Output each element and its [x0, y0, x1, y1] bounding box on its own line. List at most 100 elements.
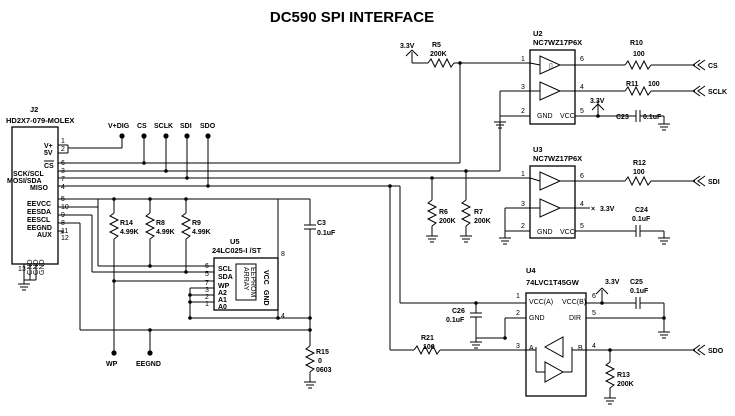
u2-ref: U2: [533, 29, 543, 38]
svg-text:▯: ▯: [549, 63, 553, 70]
j2-label-aux: AUX: [37, 232, 52, 239]
net-eegnd: EEGND: [136, 361, 161, 368]
j2-part: HD2X7-079-MOLEX: [6, 116, 74, 125]
c23-ref: C23: [616, 114, 629, 121]
u2-pin: 6: [580, 56, 584, 63]
resistor-r11: R11 100 SCLK: [575, 81, 727, 97]
j2-label-eescl: EESCL: [27, 217, 51, 224]
resistor-r12: R12 100 SDI: [575, 160, 720, 187]
diagram-title: DC590 SPI INTERFACE: [270, 9, 434, 26]
u3-vcc: VCC: [560, 229, 575, 236]
u5-pinname: WP: [218, 283, 230, 290]
j2-label-cs: CS: [44, 163, 54, 170]
u4-pin: 4: [592, 343, 596, 350]
capacitor-c3: C3 0.1uF: [278, 198, 336, 346]
net-sdi-out: SDI: [708, 179, 720, 186]
u5-pinname: SDA: [218, 274, 233, 281]
u4-pin: 3: [516, 343, 520, 350]
u4-pin: 1: [516, 293, 520, 300]
resistor-r21: R21 100: [388, 184, 526, 356]
supply-label: 3.3V: [400, 43, 415, 50]
r12-val: 100: [633, 169, 645, 176]
u2-part: NC7WZ17P6X: [533, 38, 582, 47]
u3-pin: 2: [521, 223, 525, 230]
label-cs: CS: [137, 123, 147, 130]
u5-pin: 3: [205, 287, 209, 294]
j2-pin: 2: [61, 146, 65, 153]
u5-part: 24LC025-I /ST: [212, 246, 262, 255]
j2-ref: J2: [30, 105, 38, 114]
r14-ref: R14: [120, 220, 133, 227]
label-sdo: SDO: [200, 123, 216, 130]
u4-pin: 5: [592, 310, 596, 317]
r13-ref: R13: [617, 372, 630, 379]
u5-pinname: A2: [218, 290, 227, 297]
levelshifter-u4: U4 74LVC1T45GW VCC(A) VCC(B) GND DIR A B…: [399, 186, 664, 397]
u5-pinname: A1: [218, 297, 227, 304]
u4-vcca: VCC(A): [529, 299, 553, 306]
u5-pin: 4: [281, 313, 285, 320]
u4-gnd: GND: [529, 315, 545, 322]
resistor-r5: 3.3V R5 200K: [400, 42, 530, 163]
j2-pin: 7: [61, 176, 65, 183]
r9-val: 4.99K: [192, 229, 211, 236]
buffer-u2: U2 NC7WZ17P6X ▯ 1 3 2 6 4 5 GND VCC 3.3V: [494, 29, 605, 171]
j2-pin: 13: [18, 266, 26, 273]
u4-ref: U4: [526, 266, 536, 275]
connector-j2: J2 HD2X7-079-MOLEX V+ 5V CS SCK/SCL MOSI…: [6, 105, 74, 291]
c3-val: 0.1uF: [317, 230, 336, 237]
resistor-r6: R6 200K: [426, 178, 456, 243]
u4-a: A: [529, 345, 534, 352]
c3-ref: C3: [317, 220, 326, 227]
u2-vcc: VCC: [560, 113, 575, 120]
u5-pin: 2: [205, 294, 209, 301]
r13-val: 200K: [617, 381, 634, 388]
u5-vcc: VCC: [262, 270, 269, 285]
j2-gnd-label: GND: [39, 259, 46, 275]
u2-pin: 1: [521, 56, 525, 63]
u4-body: [525, 292, 587, 397]
u4-part: 74LVC1T45GW: [526, 278, 580, 287]
u2-body: [529, 49, 576, 125]
u4-supply: 3.3V: [605, 279, 620, 286]
pullup-resistors: R14 4.99K R8 4.99K R9 4.99K: [97, 197, 211, 352]
u2-pin: 5: [580, 108, 584, 115]
u3-nc: ×: [591, 206, 595, 213]
u4-vccb: VCC(B): [562, 299, 586, 306]
r21-val: 100: [423, 344, 435, 351]
c26-ref: C26: [452, 308, 465, 315]
u2-supply: 3.3V: [590, 98, 605, 105]
label-sdi: SDI: [180, 123, 192, 130]
u3-pin: 6: [580, 173, 584, 180]
j2-pin: 11: [61, 228, 68, 235]
label-sclk: SCLK: [154, 123, 173, 130]
r6-val: 200K: [439, 218, 456, 225]
u4-pin: 6: [592, 293, 596, 300]
resistor-r10: R10 100 CS: [575, 40, 718, 71]
c25-val: 0.1uF: [630, 288, 649, 295]
u4-dir: DIR: [569, 315, 581, 322]
eeprom-u5: U5 24LC025-I /ST ARRAY EEPROM SCL SDA WP…: [79, 199, 312, 352]
test-points: V+DIG CS SCLK SDI SDO: [108, 123, 216, 188]
u3-pin: 4: [580, 201, 584, 208]
u5-body: [213, 257, 279, 311]
u3-supply-2: 3.3V: [600, 206, 615, 213]
u2-pin: 4: [580, 84, 584, 91]
j2-wiring: [58, 144, 500, 232]
r11-ref: R11: [626, 81, 639, 88]
u5-pinname: A0: [218, 304, 227, 311]
r5-val: 200K: [430, 51, 447, 58]
capacitor-c25: C25 0.1uF: [630, 279, 670, 339]
j2-gnd-label: GND: [27, 259, 34, 275]
r21-ref: R21: [421, 335, 434, 342]
u5-pin: 7: [205, 280, 209, 287]
net-sclk-out: SCLK: [708, 89, 727, 96]
u2-pin: 3: [521, 84, 525, 91]
j2-label-5v: 5V: [44, 150, 53, 157]
r12-ref: R12: [633, 160, 646, 167]
r10-ref: R10: [630, 40, 643, 47]
resistor-r13: SDO R13 200K: [586, 344, 724, 405]
r14-val: 4.99K: [120, 229, 139, 236]
r6-ref: R6: [439, 209, 448, 216]
r7-ref: R7: [474, 209, 483, 216]
